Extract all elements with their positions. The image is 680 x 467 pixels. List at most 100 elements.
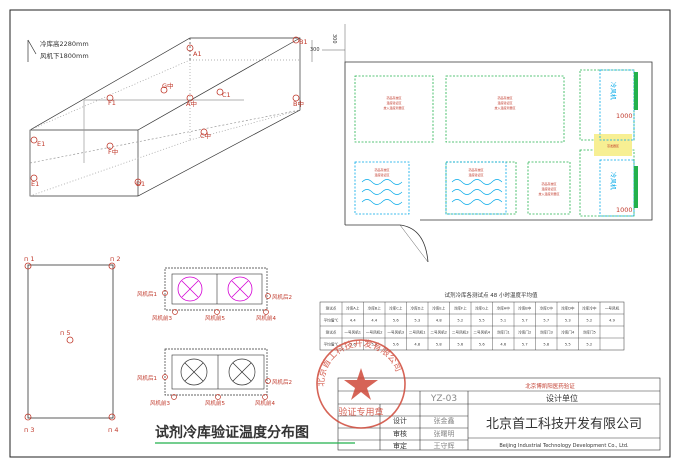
name-review: 张曙明 [434, 429, 455, 438]
fan-unit-top: 风机后1 风机后2 风机前3 风机前5 风机前4 [137, 267, 292, 322]
p1-marker [24, 262, 32, 270]
table-cell: 平均值℃ [324, 341, 339, 346]
fan-bar-2 [634, 166, 638, 208]
label-f1: F1 [108, 99, 116, 107]
shelf-6-line2: 温度验证区 [541, 186, 556, 191]
p3-label: п 3 [24, 426, 34, 434]
shelf-6-line1: 药品存放区 [541, 181, 556, 186]
fan-bottom-front-4: 风机前4 [255, 399, 276, 407]
fan-dim-1: 1000 [616, 112, 633, 120]
point-e-low-marker [30, 174, 38, 182]
stamp: 北京首工科技开发有限公司 验证专用章 [316, 337, 406, 429]
table-cell: 平均值℃ [324, 317, 339, 322]
rect-points: п 1 п 2 п 3 п 4 п 5 [24, 255, 120, 434]
table-cell: 一号风机2 [366, 329, 383, 334]
table-cell: 冷库G上 [475, 305, 489, 310]
fan-bottom-outline [164, 348, 268, 396]
table-cell: 二号风机1 [409, 329, 426, 334]
fan-bottom-blade-1 [180, 358, 208, 386]
table-cell: 冷库B中 [518, 305, 532, 310]
iso-points [30, 36, 300, 186]
plan-cyan-zones [354, 69, 635, 217]
design-unit-label: 设计单位 [546, 393, 578, 403]
table-cell: 5.3 [414, 318, 420, 322]
table-cell: 5.7 [522, 342, 528, 346]
p5-label: п 5 [60, 329, 70, 337]
label-b1: B1 [299, 38, 308, 46]
plan-yellow-zones [594, 134, 632, 156]
point-e1-marker [30, 136, 38, 144]
table-cell: 冷库门4 [561, 329, 575, 334]
table-cell: 5.3 [565, 318, 571, 322]
table-cell: 4.8 [414, 342, 420, 346]
table-cell: 冷库A中 [497, 305, 511, 310]
label-e1: E1 [37, 140, 45, 148]
company-name-cn: 北京首工科技开发有限公司 [486, 416, 642, 432]
table-cell: 冷库冷中 [582, 305, 597, 310]
table-cell: 5.8 [436, 342, 442, 346]
point-d1-marker [134, 178, 142, 186]
shelf-5 [527, 161, 571, 215]
shelf-1 [354, 75, 434, 143]
point-a-mid-marker [186, 94, 194, 102]
point-f1-marker [106, 94, 114, 102]
shelf-2-line2: 温度验证区 [497, 100, 512, 105]
table-cell: 4.6 [500, 342, 506, 346]
p2-label: п 2 [110, 255, 120, 263]
iso-view [27, 37, 301, 197]
table-cell: 5.2 [586, 318, 592, 322]
table-cell: 冷库B上 [368, 305, 382, 310]
label-a1: A1 [193, 50, 202, 58]
point-c-mid-marker [200, 128, 208, 136]
fan-bar-1 [634, 72, 638, 110]
label-a-mid: A中 [186, 99, 197, 108]
role-review: 审核 [393, 429, 407, 438]
table-cell: 冷库门1 [497, 329, 510, 334]
table-cell: 测试点 [326, 329, 337, 334]
p5-marker [66, 336, 74, 344]
fan-top-blade-1 [177, 276, 203, 302]
table-cell: 5.7 [522, 318, 528, 322]
p1-label: п 1 [24, 255, 34, 263]
plan-waves [361, 179, 503, 205]
shelf-5-line1: 药品存放区 [468, 167, 483, 172]
shelf-2 [445, 75, 565, 143]
evap-label: 蒸发器区 [607, 143, 619, 148]
shelf-4-line2: 温度验证区 [374, 172, 389, 177]
plan-fan-bars [634, 72, 638, 208]
fan-top-blade-2 [227, 276, 253, 302]
role-approve: 审定 [393, 441, 407, 450]
shelf-2-line3: 放入温度测量区 [494, 105, 515, 110]
table-cell: 5.0 [371, 342, 377, 346]
shelf-3 [579, 69, 635, 141]
table-cell: 冷库C中 [540, 305, 554, 310]
name-design: 张金鑫 [434, 416, 455, 425]
label-d1: D1 [136, 180, 145, 188]
rect-outline [27, 264, 114, 419]
plan-view [311, 24, 653, 263]
table-cell: 冷库D中 [561, 305, 575, 310]
table-title: 试剂冷库各测试点 48 小时温度平均值 [445, 291, 538, 299]
point-b-mid-marker [292, 94, 300, 102]
fan-unit-bottom: 风机后1 风机后2 风机前3 风机前5 风机前4 [137, 348, 292, 407]
fan-dim-2: 1000 [616, 206, 633, 214]
table-cell: 5.6 [350, 342, 356, 346]
fan-top-front-3: 风机前3 [152, 314, 173, 322]
plan-shelves [354, 69, 635, 217]
p3-marker [24, 413, 32, 421]
table-cell: 5.6 [393, 318, 399, 322]
drawing-code: YZ-03 [430, 394, 457, 404]
iso-point-labels: A1 B1 F1 G中 A中 C1 B中 F中 C中 E1 E1 D1 [31, 38, 308, 188]
table-cell: 5.6 [479, 342, 485, 346]
fan-label-2: 冷风机 [609, 172, 617, 190]
cyan-zone-4 [599, 159, 635, 217]
temperature-table: 测试点冷库A上冷库B上冷库C上冷库D上冷库E上冷库F上冷库G上冷库A中冷库B中冷… [319, 301, 625, 351]
table-cell: 5.2 [457, 318, 463, 322]
evap-zone [594, 134, 632, 156]
point-a1-marker [186, 44, 194, 52]
p2-marker [108, 262, 116, 270]
table-cell: 冷库A上 [346, 305, 360, 310]
role-design: 设计 [393, 416, 407, 425]
iso-note-fan: 风机下1800mm [40, 51, 89, 60]
